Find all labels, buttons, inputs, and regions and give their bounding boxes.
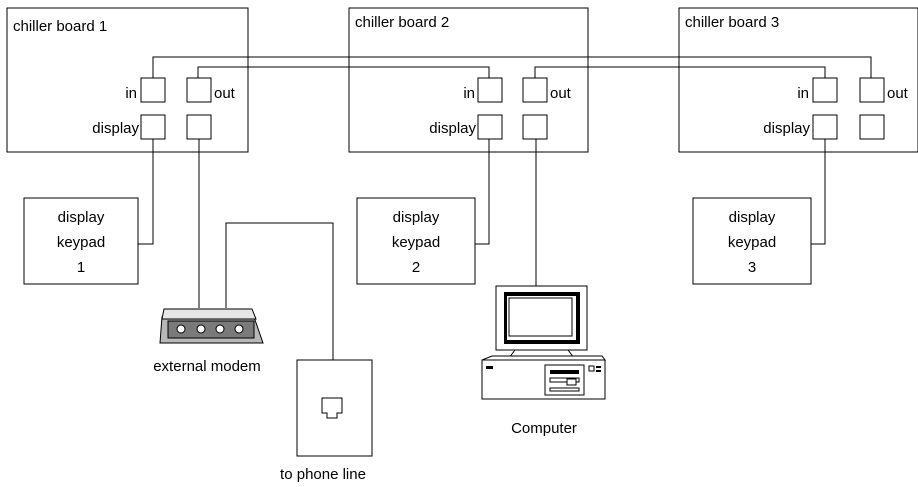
link-b1-display-to-keypad-1 (138, 139, 154, 245)
keypad-line-2: keypad (728, 234, 776, 251)
port-out (522, 77, 548, 103)
port-in-label: in (797, 85, 809, 102)
link-in-bus (152, 56, 872, 78)
modem-led-icon (176, 324, 186, 334)
display-port (812, 114, 838, 140)
port-in-label: in (125, 85, 137, 102)
display-port (477, 114, 503, 140)
display-keypad-2: display keypad 2 (356, 197, 476, 285)
keypad-line-1: display (729, 209, 776, 226)
link-modem-to-phone (225, 222, 334, 392)
port-in (812, 77, 838, 103)
spare-port (859, 114, 885, 140)
modem-icon (159, 308, 264, 344)
phone-jack-icon (321, 397, 343, 419)
port-out (859, 77, 885, 103)
display-port-label: display (429, 120, 476, 137)
board-title: chiller board 1 (13, 18, 107, 35)
port-out-label: out (214, 85, 236, 102)
port-in (477, 77, 503, 103)
modem-label: external modem (153, 358, 261, 375)
phone-jack-plate (296, 359, 373, 457)
chiller-board-3: chiller board 3 in out display (678, 7, 918, 153)
computer-label: Computer (511, 420, 577, 437)
keypad-line-1: display (393, 209, 440, 226)
display-keypad-1: display keypad 1 (23, 197, 139, 285)
keypad-line-3: 2 (412, 259, 420, 276)
keypad-line-1: display (58, 209, 105, 226)
keypad-line-2: keypad (392, 234, 440, 251)
link-b2-out-to-b3-in (534, 66, 826, 78)
port-out-label: out (550, 85, 572, 102)
keypad-line-2: keypad (57, 234, 105, 251)
chiller-board-2: chiller board 2 in out display (348, 7, 589, 153)
board-title: chiller board 2 (355, 14, 449, 31)
port-out-label: out (887, 85, 909, 102)
link-b1-out-to-b2-in (197, 66, 490, 78)
chiller-board-1: chiller board 1 in out display (6, 7, 249, 153)
computer-icon (481, 285, 606, 400)
modem-led-icon (234, 324, 244, 334)
modem-port (186, 114, 212, 140)
board-title: chiller board 3 (685, 14, 779, 31)
modem-led-icon (215, 324, 225, 334)
phone-label: to phone line (280, 466, 366, 483)
display-port (140, 114, 166, 140)
keypad-line-3: 1 (77, 259, 85, 276)
display-port-label: display (92, 120, 139, 137)
keypad-line-3: 3 (748, 259, 756, 276)
port-in-label: in (463, 85, 475, 102)
modem-led-icon (196, 324, 206, 334)
computer-port (522, 114, 548, 140)
display-keypad-3: display keypad 3 (692, 197, 812, 285)
link-b3-display-to-keypad-3 (811, 139, 826, 245)
port-in (140, 77, 166, 103)
display-port-label: display (763, 120, 810, 137)
port-out (186, 77, 212, 103)
link-b2-display-to-keypad-2 (475, 139, 490, 245)
